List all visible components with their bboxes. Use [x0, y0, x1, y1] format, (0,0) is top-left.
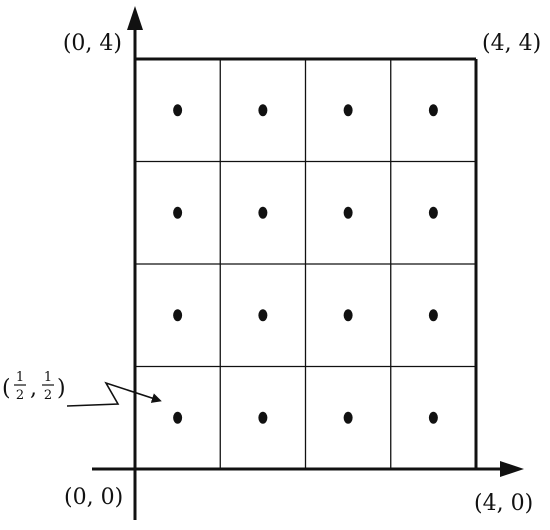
y-axis-arrowhead	[127, 6, 143, 30]
grid-point	[343, 104, 353, 117]
label-top-left: (0, 4)	[63, 31, 122, 56]
grid-point	[428, 206, 438, 219]
grid-point	[173, 309, 183, 322]
label-bottom-left: (0, 0)	[64, 485, 123, 510]
annotation-leader-arrow	[66, 381, 162, 407]
grid-point	[258, 104, 268, 117]
x-axis-arrowhead	[500, 461, 524, 477]
grid-point	[173, 206, 183, 219]
grid-point	[258, 309, 268, 322]
grid-point	[428, 411, 438, 424]
grid-point	[343, 411, 353, 424]
annotation-den1: 2	[16, 388, 24, 403]
annotation-den2: 2	[44, 388, 52, 403]
grid-point	[343, 206, 353, 219]
grid-point	[428, 104, 438, 117]
grid-point	[173, 104, 183, 117]
grid-points	[173, 104, 438, 424]
label-top-right: (4, 4)	[482, 31, 541, 56]
grid-lines	[135, 59, 476, 469]
annotation-open-paren: (	[2, 376, 11, 401]
grid-point	[343, 309, 353, 322]
annotation-comma: ,	[30, 376, 37, 401]
grid-point	[258, 206, 268, 219]
annotation-close-paren: )	[57, 376, 66, 401]
grid-point	[173, 411, 183, 424]
label-bottom-right: (4, 0)	[474, 491, 533, 516]
grid-point	[428, 309, 438, 322]
annotation-half-half: ( 1 2 , 1 2 )	[2, 370, 162, 407]
annotation-num2: 1	[44, 370, 52, 385]
grid-point	[258, 411, 268, 424]
annotation-num1: 1	[16, 370, 24, 385]
